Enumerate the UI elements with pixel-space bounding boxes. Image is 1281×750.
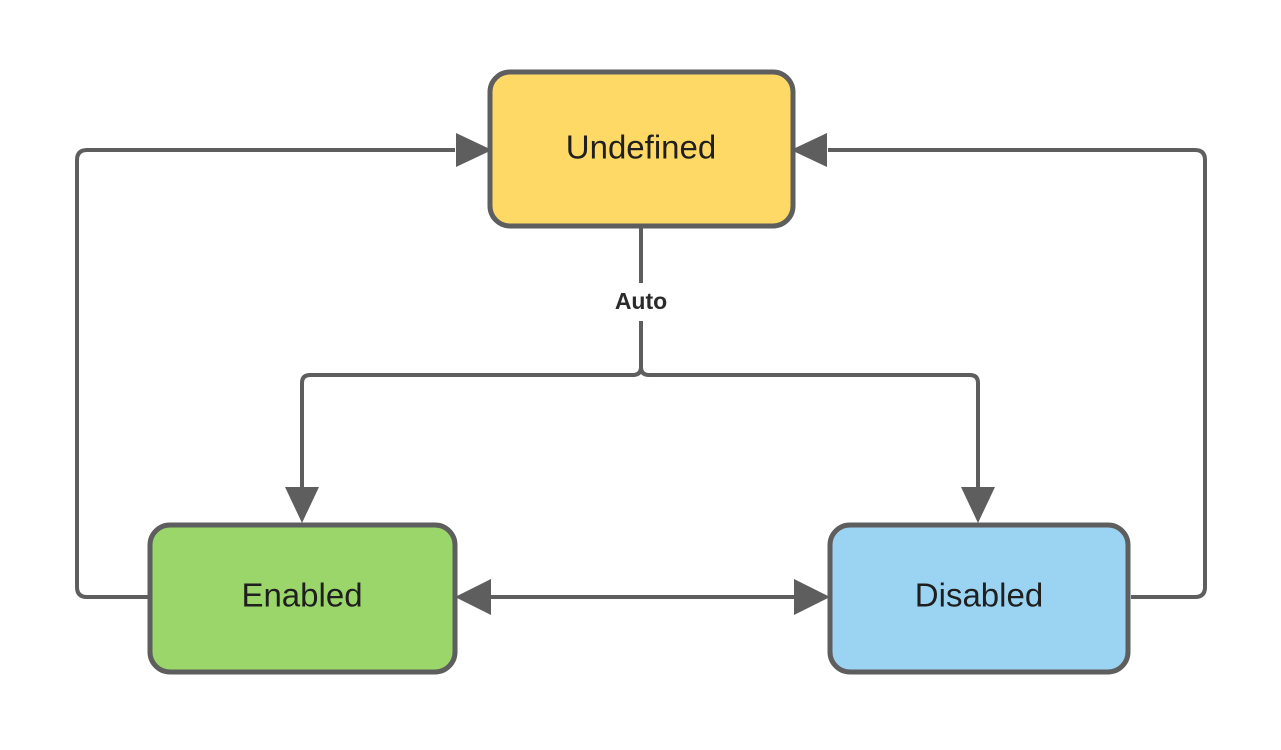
arrowhead-left-enabled-icon: [455, 579, 491, 615]
edge-auto-fork-right: [639, 366, 980, 494]
edge-auto-fork-left: [300, 366, 643, 494]
state-node-enabled-shape[interactable]: [147, 522, 458, 675]
edge-enabled-to-undefined-path: [75, 148, 455, 599]
arrowhead-down-disabled-icon: [961, 487, 995, 523]
state-node-enabled[interactable]: Enabled: [147, 522, 458, 675]
edge-auto-label-backdrop: [596, 285, 686, 319]
state-node-undefined-shape[interactable]: [487, 69, 796, 229]
edge-auto-branch-hitarea[interactable]: [302, 226, 978, 494]
edge-enabled-disabled-bidirectional[interactable]: [455, 579, 830, 615]
edge-disabled-to-undefined-path: [828, 148, 1207, 599]
edge-enabled-to-undefined[interactable]: [75, 133, 492, 599]
arrowhead-right-icon: [456, 133, 492, 167]
arrowhead-down-enabled-icon: [285, 487, 319, 523]
edge-disabled-to-undefined[interactable]: [791, 133, 1207, 599]
state-node-disabled[interactable]: Disabled: [827, 522, 1131, 675]
edge-auto-branch[interactable]: Auto: [285, 226, 995, 523]
arrowhead-right-disabled-icon: [794, 579, 830, 615]
state-node-disabled-shape[interactable]: [827, 522, 1131, 675]
edge-auto-label: Auto: [615, 288, 667, 314]
state-node-undefined[interactable]: Undefined: [487, 69, 796, 229]
arrowhead-left-icon: [791, 133, 827, 167]
